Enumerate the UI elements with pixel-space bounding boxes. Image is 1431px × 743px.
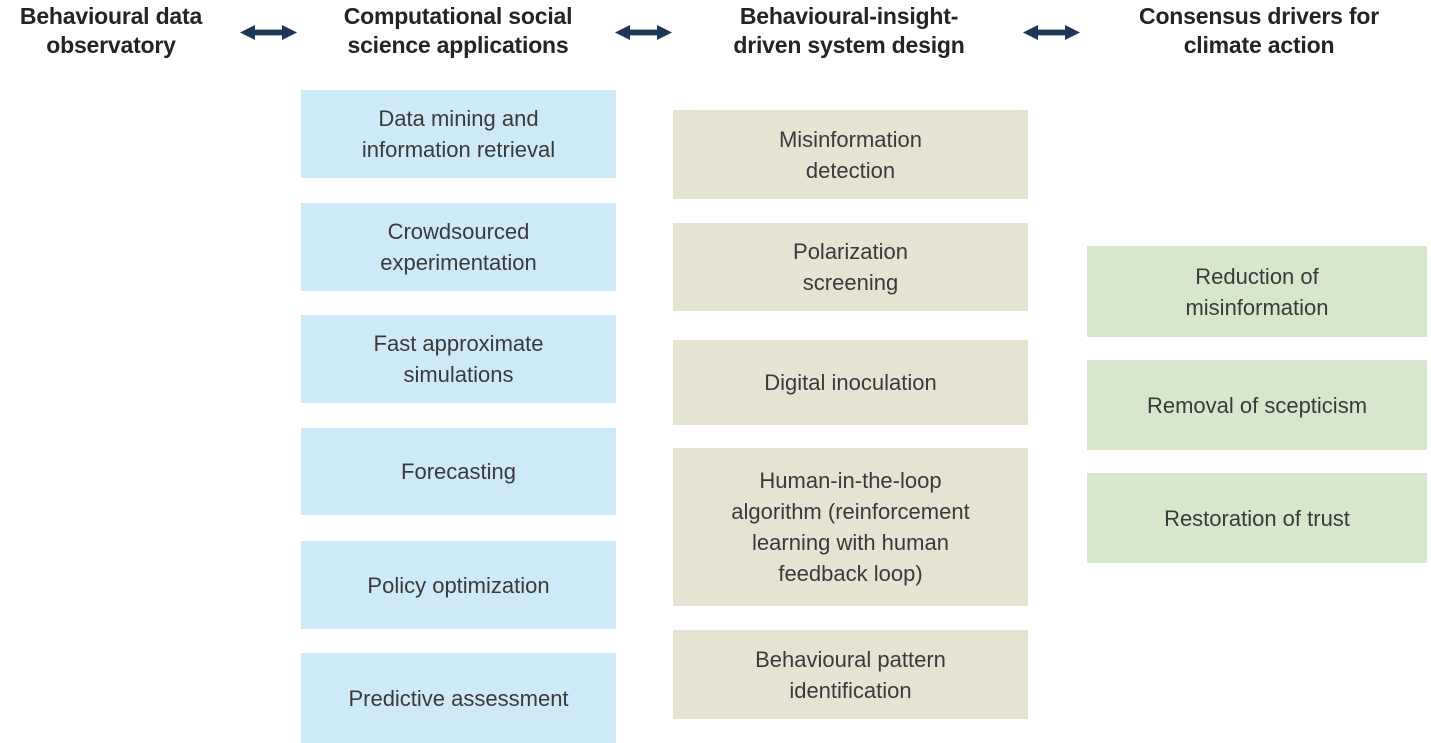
- box-crowdsourced-experimentation: Crowdsourced experimentation: [301, 203, 616, 291]
- header-computational-social-science-applications: Computational social science application…: [343, 3, 573, 58]
- box-predictive-assessment: Predictive assessment: [301, 653, 616, 743]
- box-removal-of-scepticism: Removal of scepticism: [1087, 360, 1427, 450]
- box-human-in-the-loop-algorithm: Human-in-the-loop algorithm (reinforceme…: [673, 448, 1028, 606]
- box-policy-optimization: Policy optimization: [301, 541, 616, 629]
- header-behavioural-insight-driven-system-design: Behavioural-insight- driven system desig…: [733, 3, 965, 58]
- box-fast-approximate-simulations: Fast approximate simulations: [301, 315, 616, 403]
- header-consensus-drivers-for-climate-action: Consensus drivers for climate action: [1139, 3, 1379, 58]
- box-reduction-of-misinformation: Reduction of misinformation: [1087, 246, 1427, 337]
- double-arrow-icon: [615, 24, 672, 41]
- box-polarization-screening: Polarization screening: [673, 223, 1028, 311]
- box-restoration-of-trust: Restoration of trust: [1087, 473, 1427, 563]
- box-data-mining-information-retrieval: Data mining and information retrieval: [301, 90, 616, 178]
- box-forecasting: Forecasting: [301, 428, 616, 515]
- box-behavioural-pattern-identification: Behavioural pattern identification: [673, 630, 1028, 719]
- box-digital-inoculation: Digital inoculation: [673, 340, 1028, 425]
- header-behavioural-data-observatory: Behavioural data observatory: [19, 3, 203, 58]
- double-arrow-icon: [240, 24, 297, 41]
- box-misinformation-detection: Misinformation detection: [673, 110, 1028, 199]
- double-arrow-icon: [1023, 24, 1080, 41]
